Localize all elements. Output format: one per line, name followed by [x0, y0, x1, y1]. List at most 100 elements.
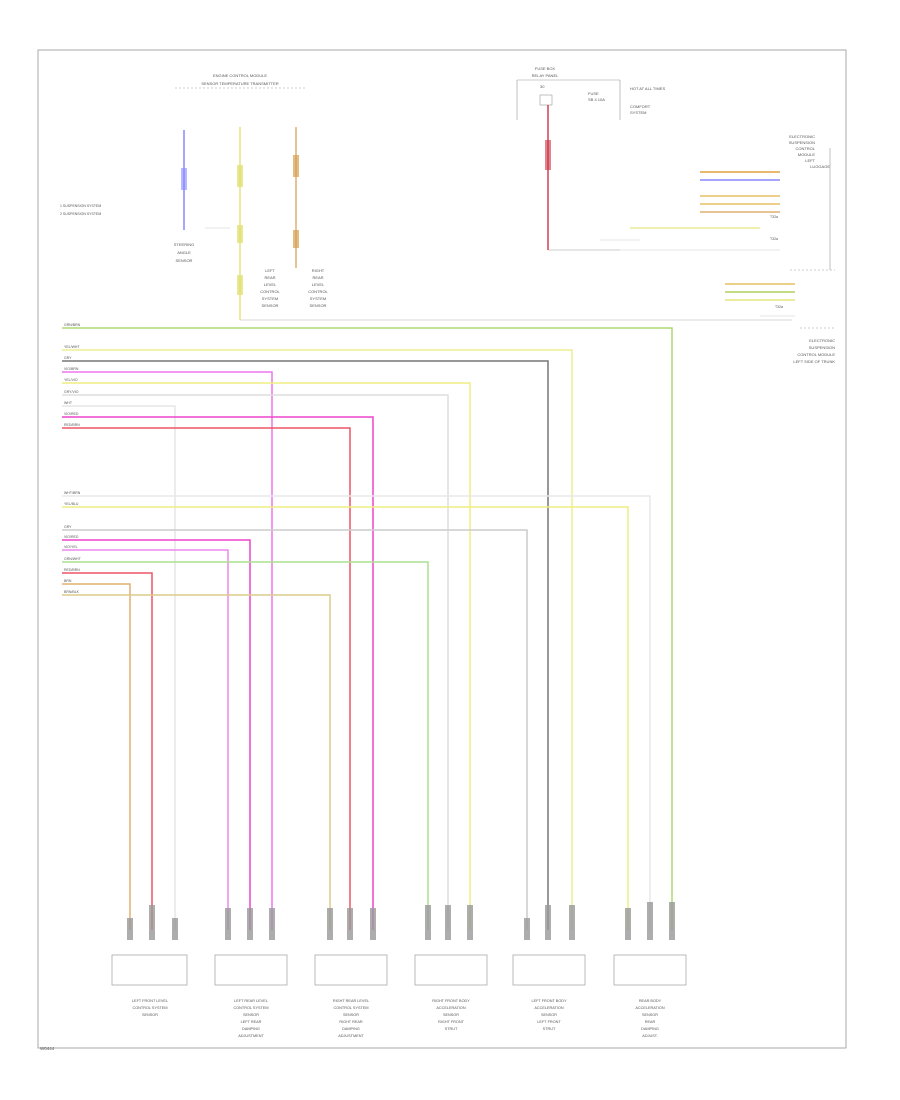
top-caption-line-2: SENSOR TEMPERATURE TRANSMITTER [201, 81, 278, 86]
svg-text:WHT/BRN: WHT/BRN [64, 491, 81, 495]
svg-text:STRUT: STRUT [543, 1027, 556, 1031]
svg-text:VIO/RED: VIO/RED [64, 412, 79, 416]
svg-text:ELECTRONIC: ELECTRONIC [789, 134, 815, 139]
wire-wht [62, 405, 176, 930]
component-label-6: REAR BODY ACCELERATION SENSOR REAR DAMPI… [635, 999, 665, 1038]
svg-text:SB 4 10A: SB 4 10A [588, 97, 605, 102]
svg-text:YEL/VIO: YEL/VIO [64, 378, 78, 382]
svg-text:RIGHT: RIGHT [312, 268, 325, 273]
svg-text:SENSOR: SENSOR [642, 1013, 658, 1017]
right-rear-level-sensor-label: RIGHT REAR LEVEL CONTROL SYSTEM SENSOR [308, 268, 328, 308]
diagram-frame [37, 49, 847, 1049]
component-box-2 [214, 954, 288, 986]
wire-grn-wht [62, 561, 429, 930]
svg-text:GRY/VIO: GRY/VIO [64, 390, 79, 394]
svg-text:SUSPENSION: SUSPENSION [809, 345, 835, 350]
svg-text:LEFT REAR: LEFT REAR [241, 1020, 262, 1024]
wire-red-brn-2 [62, 572, 153, 930]
svg-text:GRY: GRY [64, 356, 72, 360]
component-box-3 [314, 954, 388, 986]
svg-text:HOT AT ALL TIMES: HOT AT ALL TIMES [630, 86, 665, 91]
svg-text:GRN/WHT: GRN/WHT [64, 557, 82, 561]
component-label-3: RIGHT REAR LEVEL CONTROL SYSTEM SENSOR R… [333, 999, 369, 1038]
svg-text:GRY: GRY [64, 525, 72, 529]
svg-text:SYSTEM: SYSTEM [310, 296, 326, 301]
svg-text:CONTROL: CONTROL [795, 146, 815, 151]
svg-text:DAMPING: DAMPING [641, 1027, 659, 1031]
svg-text:30: 30 [540, 84, 545, 89]
top-caption-line-1: ENGINE CONTROL MODULE [213, 73, 267, 78]
svg-text:T32a: T32a [770, 237, 778, 241]
wire-vio-red-2 [62, 539, 251, 930]
svg-text:BRN/BLK: BRN/BLK [64, 590, 80, 594]
component-label-5: LEFT FRONT BODY ACCELERATION SENSOR LEFT… [531, 999, 567, 1031]
wire-vio-brn [62, 371, 273, 930]
svg-text:SUSPENSION: SUSPENSION [789, 140, 815, 145]
svg-text:LEFT: LEFT [805, 158, 815, 163]
svg-text:REAR BODY: REAR BODY [639, 999, 662, 1003]
svg-text:LEFT REAR LEVEL: LEFT REAR LEVEL [234, 999, 268, 1003]
svg-text:LEFT SIDE OF TRUNK: LEFT SIDE OF TRUNK [793, 359, 835, 364]
svg-text:VIO/BRN: VIO/BRN [64, 367, 79, 371]
top-connector-yellow [237, 127, 243, 320]
svg-text:T32a: T32a [770, 215, 778, 219]
svg-text:ADJUSTMENT: ADJUSTMENT [238, 1034, 264, 1038]
svg-text:SENSOR: SENSOR [243, 1013, 259, 1017]
svg-text:CONTROL SYSTEM: CONTROL SYSTEM [233, 1006, 268, 1010]
legend-item-1: 1 SUSPENSION SYSTEM [60, 204, 101, 208]
steering-angle-sensor-label: STEERING ANGLE SENSOR [174, 242, 194, 263]
svg-text:REAR: REAR [264, 275, 275, 280]
page-code: W0444 [40, 1046, 55, 1051]
svg-text:LUGGAGE: LUGGAGE [810, 164, 830, 169]
svg-text:RED/BRN: RED/BRN [64, 423, 80, 427]
svg-text:FUSE: FUSE [588, 91, 599, 96]
wire-grn-brn [62, 327, 673, 930]
wire-brn [62, 583, 131, 930]
top-connector-blue [181, 130, 187, 230]
svg-text:FUSE BOX: FUSE BOX [535, 66, 556, 71]
svg-text:RIGHT FRONT BODY: RIGHT FRONT BODY [432, 999, 470, 1003]
legend: 1 SUSPENSION SYSTEM 2 SUSPENSION SYSTEM [60, 204, 101, 216]
svg-text:SYSTEM: SYSTEM [262, 296, 278, 301]
svg-text:DAMPING: DAMPING [342, 1027, 360, 1031]
top-caption: ENGINE CONTROL MODULE SENSOR TEMPERATURE… [175, 73, 305, 89]
svg-text:RIGHT REAR LEVEL: RIGHT REAR LEVEL [333, 999, 369, 1003]
svg-text:REAR: REAR [312, 275, 323, 280]
svg-text:SENSOR: SENSOR [310, 303, 327, 308]
svg-text:ELECTRONIC: ELECTRONIC [809, 338, 835, 343]
svg-text:CONTROL SYSTEM: CONTROL SYSTEM [132, 1006, 167, 1010]
svg-text:ACCELERATION: ACCELERATION [534, 1006, 564, 1010]
svg-text:LEFT FRONT BODY: LEFT FRONT BODY [531, 999, 567, 1003]
svg-text:ANGLE: ANGLE [177, 250, 191, 255]
svg-text:REAR: REAR [645, 1020, 656, 1024]
svg-text:LEVEL: LEVEL [264, 282, 277, 287]
component-box-5 [512, 954, 586, 986]
svg-text:WHT: WHT [64, 401, 73, 405]
harness-labels: GRN/BRN YEL/WHT GRY VIO/BRN YEL/VIO GRY/… [64, 323, 82, 594]
svg-text:LEFT FRONT LEVEL: LEFT FRONT LEVEL [132, 999, 168, 1003]
component-boxes [111, 954, 687, 986]
svg-text:STEERING: STEERING [174, 242, 194, 247]
wire-gry [62, 360, 549, 930]
svg-text:SENSOR: SENSOR [541, 1013, 557, 1017]
component-label-4: RIGHT FRONT BODY ACCELERATION SENSOR RIG… [432, 999, 470, 1031]
svg-text:RELAY PANEL: RELAY PANEL [532, 73, 559, 78]
svg-text:LEFT FRONT: LEFT FRONT [537, 1020, 561, 1024]
svg-text:ACCELERATION: ACCELERATION [635, 1006, 665, 1010]
svg-text:VIO/RED: VIO/RED [64, 535, 79, 539]
svg-text:BRN: BRN [64, 579, 72, 583]
svg-text:RED/BRN: RED/BRN [64, 568, 80, 572]
wire-vio-yel [62, 549, 229, 930]
svg-text:ADJUST.: ADJUST. [642, 1034, 657, 1038]
svg-text:SENSOR: SENSOR [176, 258, 193, 263]
wire-red-brn [62, 427, 351, 930]
svg-text:COMFORT: COMFORT [630, 104, 651, 109]
component-box-4 [414, 954, 488, 986]
left-rear-level-sensor-label: LEFT REAR LEVEL CONTROL SYSTEM SENSOR [260, 268, 280, 308]
svg-text:SENSOR: SENSOR [262, 303, 279, 308]
svg-text:YEL/BLU: YEL/BLU [64, 502, 79, 506]
fuse-box: FUSE BOX RELAY PANEL 30 FUSE SB 4 10A CO… [516, 66, 665, 251]
svg-text:SENSOR: SENSOR [343, 1013, 359, 1017]
wire-harness [62, 319, 792, 930]
